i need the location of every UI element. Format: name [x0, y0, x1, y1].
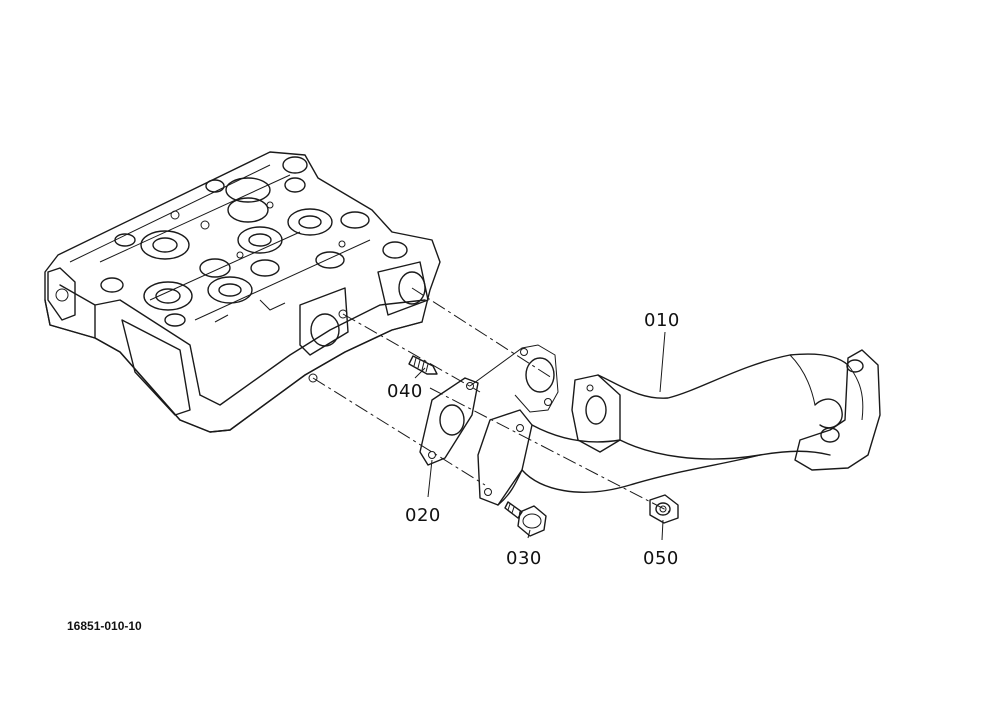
leader-040 [414, 367, 426, 379]
leader-030 [527, 529, 531, 539]
callout-040: 040 [387, 381, 423, 402]
gasket-part [419, 344, 559, 466]
nut-part [649, 494, 679, 524]
bolt-part [504, 501, 547, 537]
leader-020 [427, 459, 433, 498]
leader-lines [414, 331, 666, 541]
callout-020: 020 [405, 505, 441, 526]
figure-id: 16851-010-10 [67, 619, 142, 633]
callout-050: 050 [643, 548, 679, 569]
alignment-centerlines [312, 287, 671, 513]
stud-part [408, 355, 438, 375]
exhaust-manifold-part [477, 349, 881, 506]
callout-010: 010 [644, 310, 680, 331]
leader-050 [661, 519, 664, 541]
leader-010 [659, 331, 666, 393]
cylinder-head [44, 151, 441, 433]
callout-030: 030 [506, 548, 542, 569]
